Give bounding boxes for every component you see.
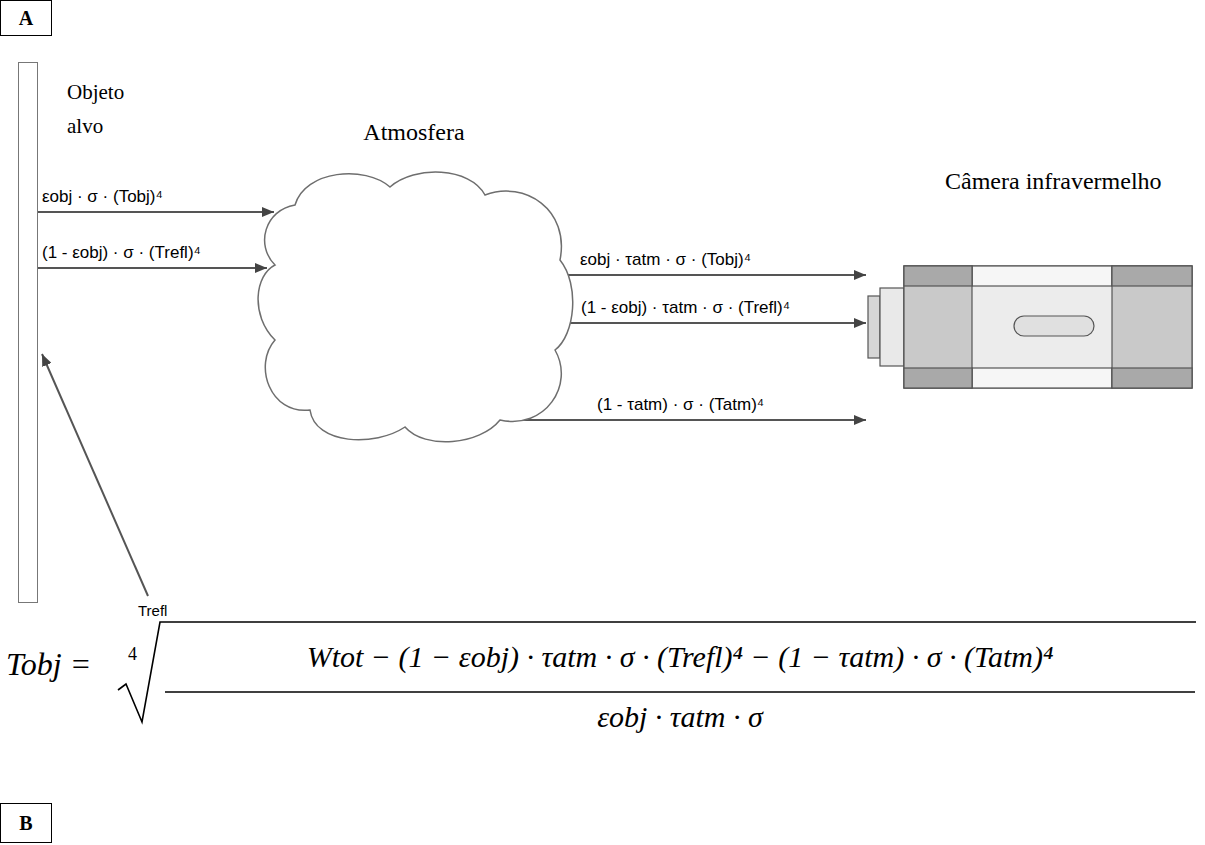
camera-lens [880, 288, 904, 366]
reflected-temperature-label: Trefl [138, 602, 167, 619]
formula-left-side: Tobj = [6, 646, 91, 683]
formula-denominator: εobj · τatm · σ [165, 700, 1195, 734]
arrow-connector [38, 267, 267, 269]
camera-lens-ring [868, 296, 880, 358]
panel-letter-box: B [0, 803, 52, 843]
arrow-connector [38, 211, 274, 213]
camera-end-cap [904, 266, 972, 388]
root-index: 4 [128, 644, 137, 665]
panel-letter: A [19, 7, 33, 29]
arrow-connector [569, 322, 866, 324]
camera-drawing [868, 266, 1192, 388]
camera-end-cap-strip [1112, 368, 1192, 388]
atmosphere-cloud: Atmosfera [255, 165, 573, 441]
camera-end-cap [1112, 266, 1192, 388]
panel-letter: B [19, 812, 32, 834]
flux-label: (1 - τatm) · σ · (Tatm)⁴ [595, 395, 766, 415]
flux-label: εobj · τatm · σ · (Tobj)⁴ [578, 250, 753, 270]
formula-numerator: Wtot − (1 − εobj) · τatm · σ · (Trefl)⁴ … [165, 640, 1195, 674]
target-object: Objeto alvo [18, 62, 38, 603]
panel-letter-box: A [0, 0, 52, 36]
reflection-arrow [42, 354, 148, 596]
infrared-camera: Câmera infravermelho [868, 266, 1192, 388]
flux-label: (1 - εobj) · σ · (Trefl)⁴ [40, 243, 203, 263]
arrow-connector [568, 274, 866, 276]
camera-band [972, 368, 1112, 388]
node-label: Objeto alvo [67, 75, 147, 143]
camera-end-cap-strip [904, 368, 972, 388]
camera-end-cap-strip [904, 266, 972, 286]
node-label: Câmera infravermelho [945, 168, 1162, 195]
flux-label: (1 - εobj) · τatm · σ · (Trefl)⁴ [579, 298, 792, 318]
cloud-shape [258, 172, 573, 442]
camera-body [904, 266, 1192, 388]
camera-slot [1014, 316, 1094, 336]
flux-label: εobj · σ · (Tobj)⁴ [40, 187, 165, 207]
fraction-bar [165, 691, 1195, 693]
node-label: Atmosfera [255, 119, 573, 146]
cloud-outline [255, 165, 573, 441]
camera-end-cap-strip [1112, 266, 1192, 286]
camera-band [972, 266, 1112, 286]
